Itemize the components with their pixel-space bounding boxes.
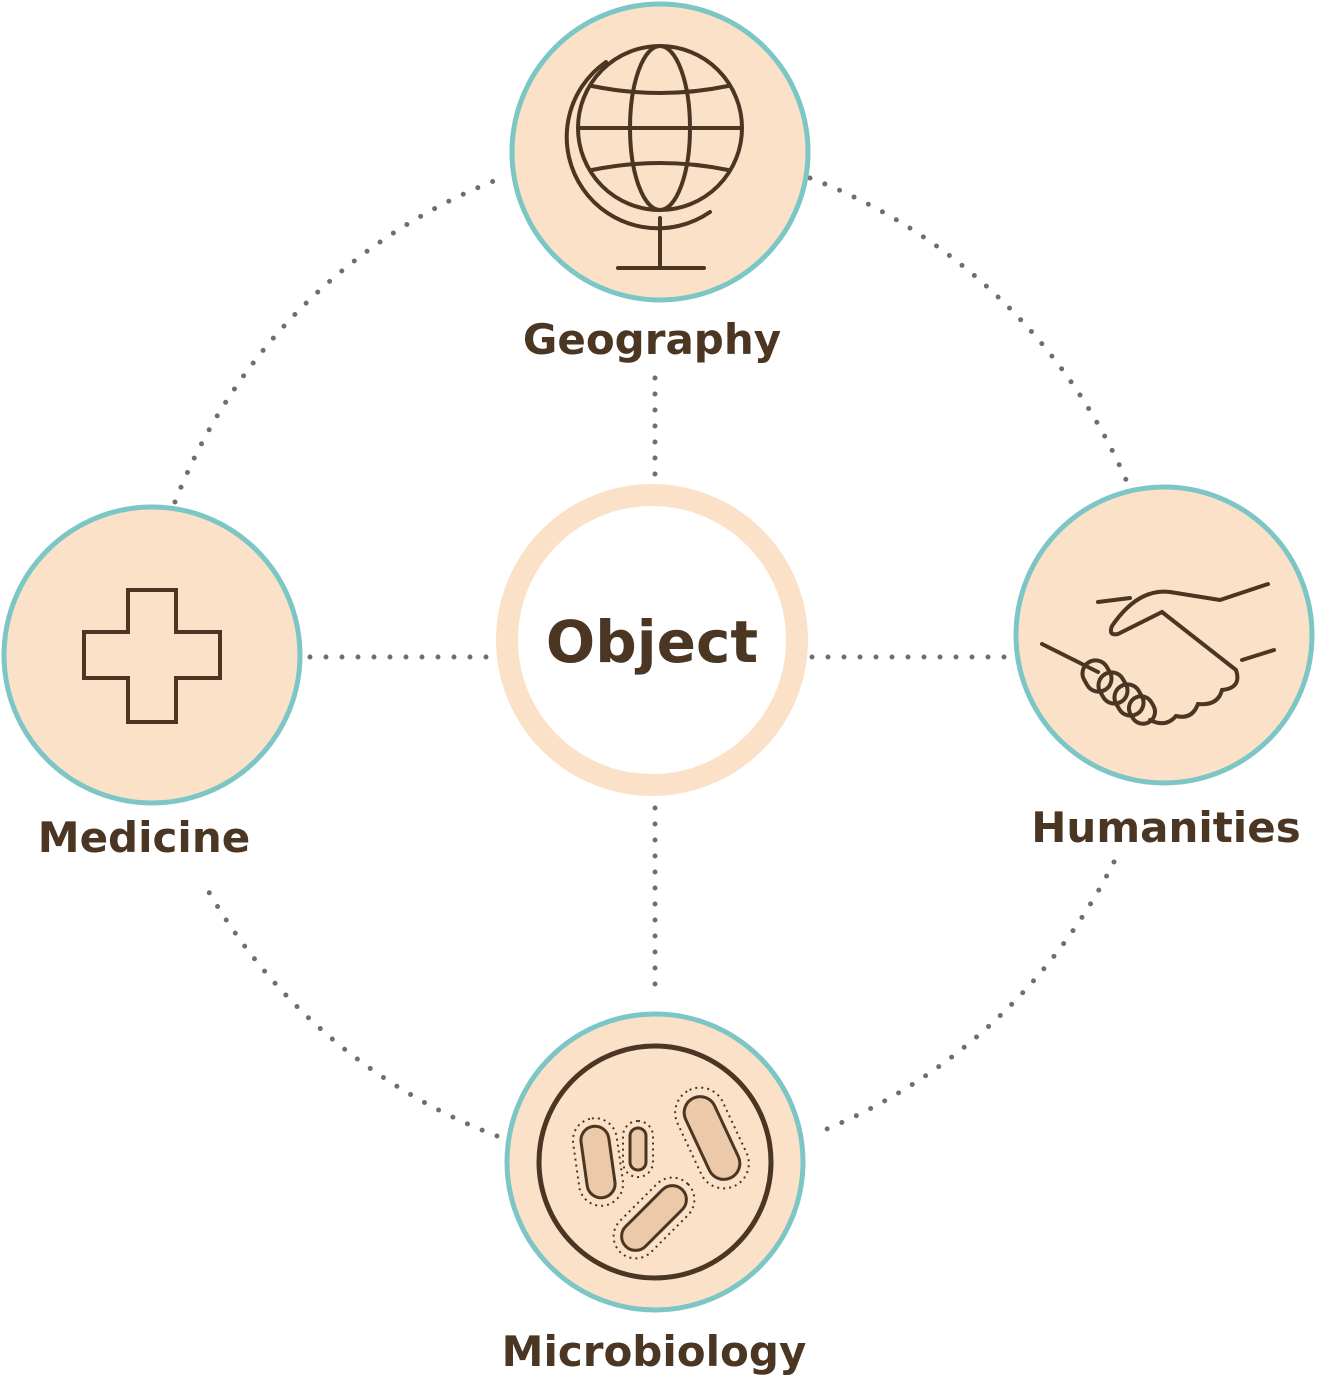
node-medicine-circle: [1, 504, 303, 806]
medical-cross-icon: [82, 588, 222, 724]
bacterium: [674, 1086, 750, 1190]
bacterium: [622, 1120, 654, 1178]
globe-icon: [564, 44, 744, 270]
node-microbiology[interactable]: Microbiology: [502, 1011, 807, 1376]
arc-medicine-geography: [172, 173, 510, 505]
bacterium: [612, 1176, 696, 1260]
arc-geography-humanities: [807, 175, 1130, 485]
arc-humanities-microbiology: [814, 859, 1117, 1136]
arc-microbiology-medicine: [199, 877, 500, 1139]
petri-dish: [536, 1043, 774, 1281]
handshake-icon: [1040, 582, 1276, 726]
bacterium: [571, 1117, 625, 1207]
spokes: [307, 375, 1011, 1003]
center-ring: [496, 484, 808, 796]
bacteria-icon: [536, 1043, 774, 1281]
node-humanities-label: Humanities: [1031, 803, 1300, 852]
node-geography[interactable]: Geography: [509, 1, 811, 364]
node-medicine-label: Medicine: [38, 813, 250, 862]
center-label: Object: [546, 608, 758, 676]
node-geography-label: Geography: [523, 315, 781, 364]
node-microbiology-label: Microbiology: [502, 1327, 807, 1376]
node-microbiology-circle: [504, 1011, 806, 1313]
node-medicine[interactable]: Medicine: [1, 504, 303, 862]
node-humanities-circle: [1013, 484, 1315, 786]
node-humanities[interactable]: Humanities: [1013, 484, 1315, 852]
center-node: Object: [496, 484, 808, 796]
outer-connector-ring: [172, 173, 1130, 1139]
